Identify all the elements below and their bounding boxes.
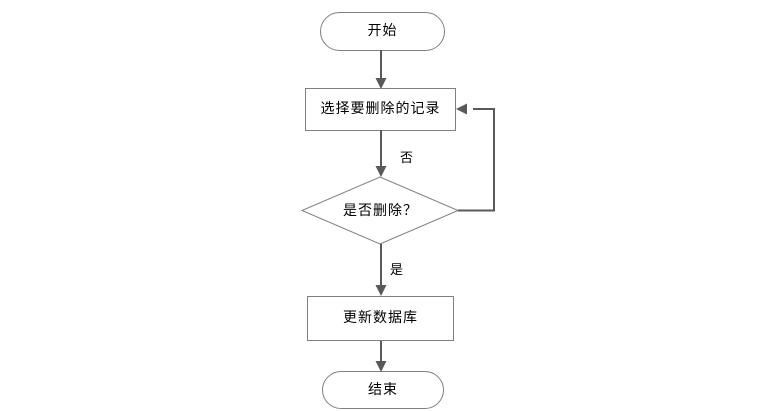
arrowhead-select-to-decision [375,166,387,177]
node-update-shape[interactable] [307,296,454,341]
node-end-label: 结束 [368,382,398,398]
edge-label-no: 否 [400,151,414,166]
arrowhead-decision-to-update-yes [375,285,387,296]
node-start-shape[interactable] [320,12,445,51]
node-select-shape[interactable] [305,88,456,131]
node-start-label: 开始 [367,23,398,39]
edge-label-yes: 是 [390,263,404,278]
arrowhead-decision-to-select-no [456,103,467,115]
node-decision-label: 是否删除？ [343,203,418,219]
arrowhead-update-to-end [375,361,387,372]
node-update-label: 更新数据库 [343,310,418,326]
node-end-shape[interactable] [322,371,444,409]
node-select-label: 选择要删除的记录 [320,101,441,117]
arrowhead-start-to-select [375,78,387,89]
edge-decision-to-select-no [458,108,495,212]
